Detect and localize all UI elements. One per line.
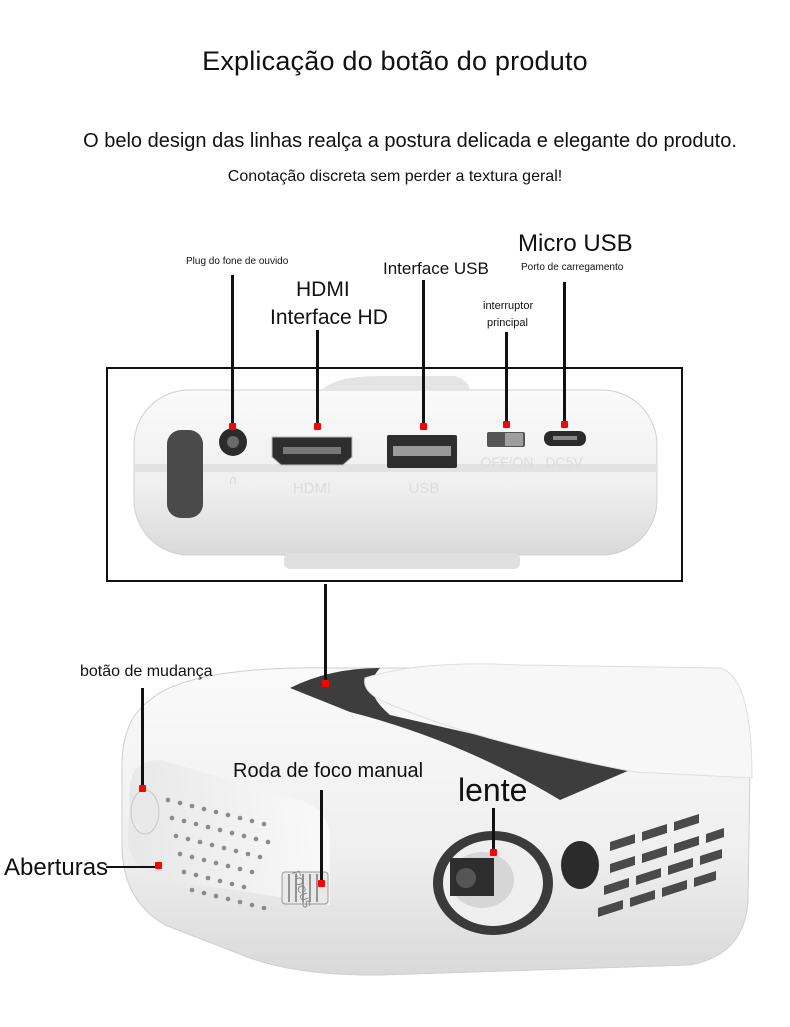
printed-usb: USB (409, 480, 440, 497)
marker-vents (155, 862, 162, 869)
marker-connector (322, 680, 329, 687)
printed-off-on: OFF/ON (481, 454, 534, 470)
back-panel-device: HDMI USB OFF/ON DC5V ∩ (133, 376, 658, 569)
label-headphone: Plug do fone de ouvido (186, 256, 289, 267)
marker-headphone (229, 423, 236, 430)
label-switch: interruptor (483, 300, 534, 312)
projector-device: FOCUS (121, 663, 753, 976)
callout-hdmi-line (316, 330, 319, 426)
marker-mode-button (139, 785, 146, 792)
marker-switch (503, 421, 510, 428)
label-focus-wheel: Roda de foco manual (233, 760, 424, 782)
tagline: Conotação discreta sem perder a textura … (227, 168, 563, 185)
callout-usb-line (422, 280, 425, 426)
label-charging-port: Porto de carregamento (521, 262, 624, 273)
marker-lens (490, 849, 497, 856)
connector-line (324, 584, 327, 684)
front-grille-icon (598, 814, 724, 917)
marker-focus (318, 880, 325, 887)
lens-icon (433, 831, 553, 935)
page-title: Explicação do botão do produto (202, 46, 588, 76)
vents-icon (165, 797, 271, 911)
label-switch-main: principal (487, 317, 528, 329)
port-panel-frame (106, 367, 683, 582)
callout-lens-line (492, 808, 495, 854)
label-hdmi-interface: Interface HD (270, 306, 388, 329)
label-hdmi: HDMI (296, 278, 350, 301)
callout-headphone-line (231, 275, 234, 425)
subtitle: O belo design das linhas realça a postur… (83, 130, 737, 152)
printed-hdmi: HDMI (293, 480, 331, 497)
label-usb: Interface USB (383, 259, 489, 278)
callout-switch-line (505, 332, 508, 424)
callout-microusb-line (563, 282, 566, 424)
sensor-icon (561, 841, 599, 889)
printed-dc5v: DC5V (545, 454, 583, 470)
marker-usb (420, 423, 427, 430)
marker-microusb (561, 421, 568, 428)
label-vents: Aberturas (4, 854, 109, 881)
label-lens: lente (458, 772, 528, 808)
callout-focus-line (320, 790, 323, 884)
label-mode-button: botão de mudança (80, 663, 213, 680)
grip-pad (167, 430, 203, 518)
mode-button-icon (130, 789, 160, 835)
focus-wheel-icon (281, 871, 329, 905)
headphone-symbol-icon: ∩ (229, 473, 238, 487)
callout-vents-line (106, 866, 158, 868)
marker-hdmi (314, 423, 321, 430)
label-micro-usb: Micro USB (518, 230, 633, 257)
callout-mode-button-line (141, 688, 144, 786)
